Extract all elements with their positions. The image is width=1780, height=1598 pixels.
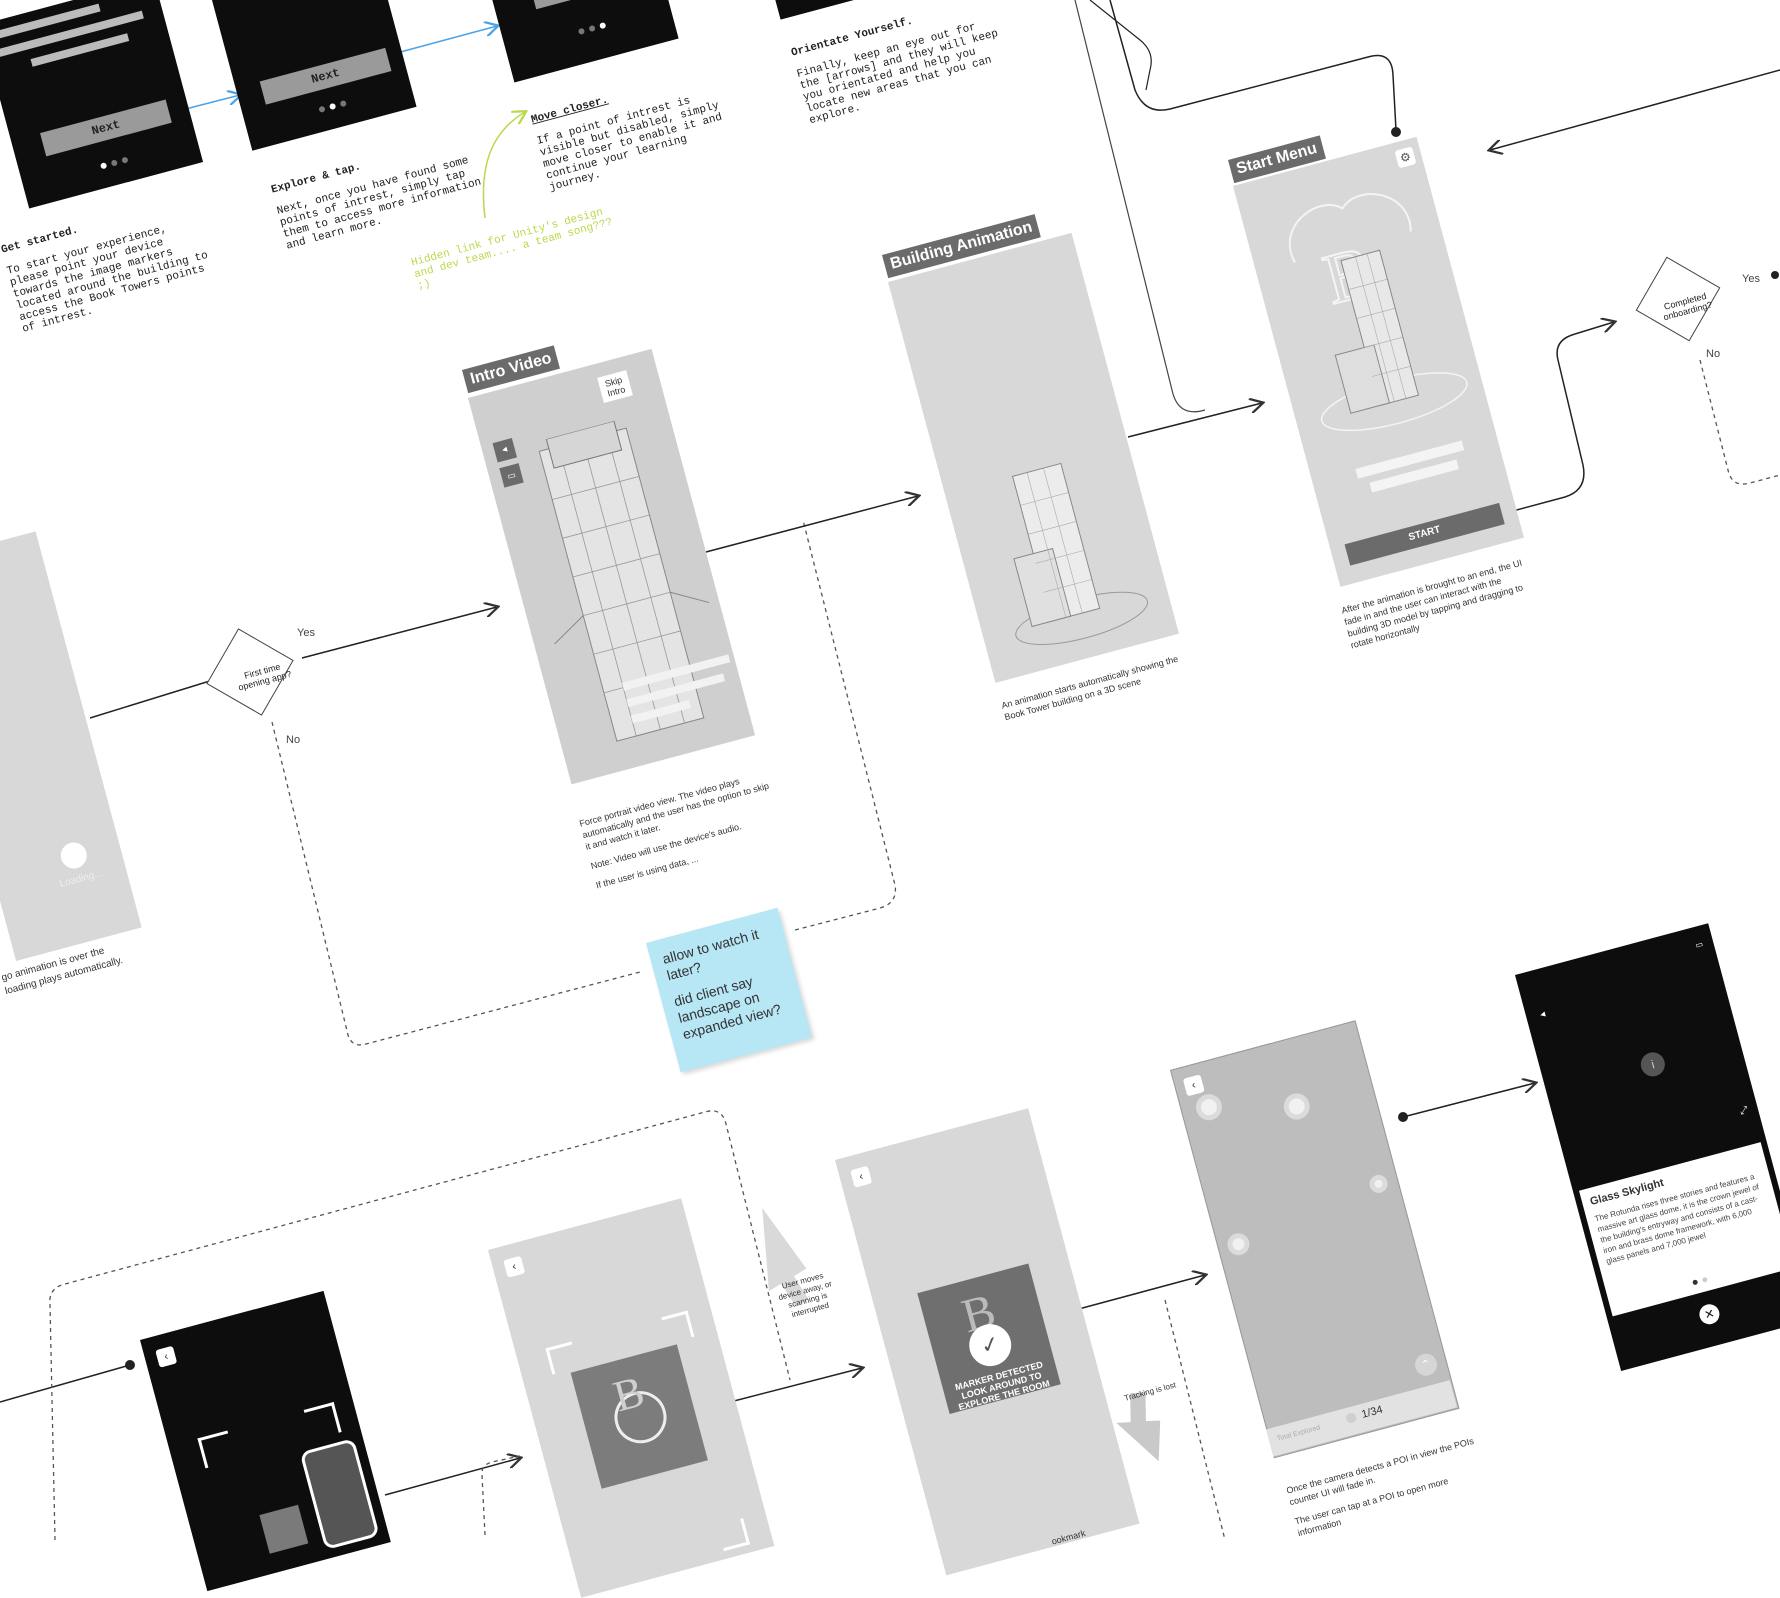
total-explored-label: Total Explored (1276, 1424, 1321, 1443)
building-video-illustration (538, 420, 710, 742)
book-tower-logo-model: B (1288, 193, 1468, 432)
connector-lines (0, 0, 1780, 1540)
poi-page-indicator (1692, 1276, 1708, 1286)
completed-no-label: No (1706, 348, 1721, 360)
poi-body: The Rotunda rises three stories and feat… (1593, 1172, 1760, 1266)
completed-yes-label: Yes (1742, 273, 1760, 285)
first-time-no-label: No (286, 734, 301, 746)
first-time-yes-label: Yes (297, 627, 315, 639)
building-3d-model (1011, 462, 1149, 645)
poi-counter: 1/34 (1360, 1403, 1385, 1421)
